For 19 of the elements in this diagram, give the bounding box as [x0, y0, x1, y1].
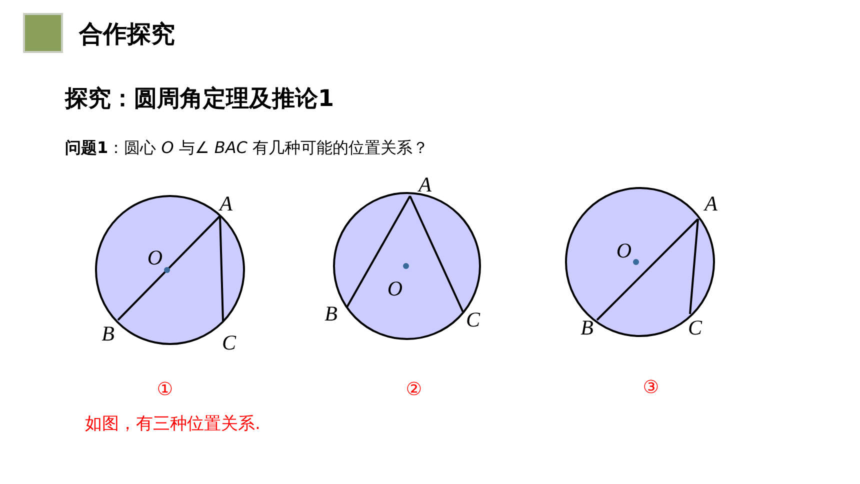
question-text: 问题1：圆心 O 与∠ BAC 有几种可能的位置关系？ — [65, 140, 429, 156]
answer-text: 如图，有三种位置关系. — [85, 416, 260, 433]
point-label: B — [324, 304, 338, 324]
point-label: A — [704, 194, 718, 214]
point-label: C — [222, 332, 236, 354]
figure-number: ③ — [642, 379, 660, 397]
section-heading: 探究：圆周角定理及推论1 — [65, 88, 334, 111]
point-label: O — [387, 278, 403, 300]
point-label: A — [418, 174, 432, 196]
point-label: B — [580, 318, 594, 338]
slide-title: 合作探究 — [79, 22, 175, 46]
point-label: C — [688, 318, 702, 338]
figure-number: ② — [406, 381, 422, 399]
figure-number: ① — [156, 381, 174, 399]
point-label: C — [466, 310, 480, 330]
point-label: O — [147, 248, 163, 268]
point-label: B — [102, 324, 114, 344]
point-label: O — [616, 240, 632, 262]
point-label: A — [220, 194, 232, 214]
